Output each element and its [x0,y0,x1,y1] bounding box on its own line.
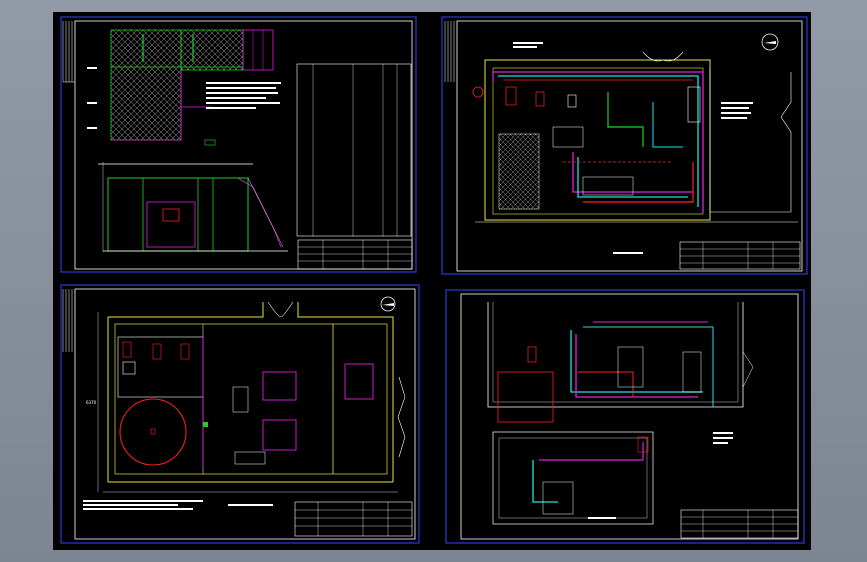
sheet-4-border [445,289,805,544]
sheet-2-binding-strip [444,21,455,82]
sheet-1[interactable] [60,16,417,273]
sheet-2-north-arrow-icon [761,33,779,51]
sheet-4-lower-section [492,431,654,525]
sheet-2-border [441,16,808,275]
sheet-1-notes [87,67,281,129]
sheet-4-title-block [680,509,799,539]
drawing-svg: 6370 [60,16,808,544]
sheet-3-north-arrow-icon [380,296,396,312]
sheet-4[interactable] [445,289,805,544]
sheet-1-title-block [297,239,413,270]
sheet-1-border [60,16,417,273]
drawing-canvas[interactable]: 6370 [53,12,811,550]
sheet-3-title-block [294,501,413,537]
sheet-1-parts-table [296,63,412,237]
sheet-2-title-block [679,241,801,270]
sheet-4-notes [588,432,733,519]
sheet-4-frame [460,293,799,540]
sheet-3-floor-plan: 6370 [86,301,406,493]
sheet-1-binding-strip [62,21,75,83]
sheet-3-notes [83,500,273,510]
sheet-3-frame [74,288,416,540]
sheet-2-notes [513,42,753,254]
sheet-1-frame [74,20,413,270]
sheet-2-floor-plan [472,51,798,223]
sheet-3-binding-strip [62,289,73,352]
sheet-2-frame [456,20,803,272]
sheet-3[interactable]: 6370 [60,284,420,544]
sheet-3-dimension-label: 6370 [86,400,97,405]
sheet-1-plan-view [110,29,274,146]
sheet-4-section-view [487,302,754,423]
sheet-2[interactable] [441,16,808,275]
sheet-3-border [60,284,420,544]
sheet-1-elevation-view [98,162,288,252]
